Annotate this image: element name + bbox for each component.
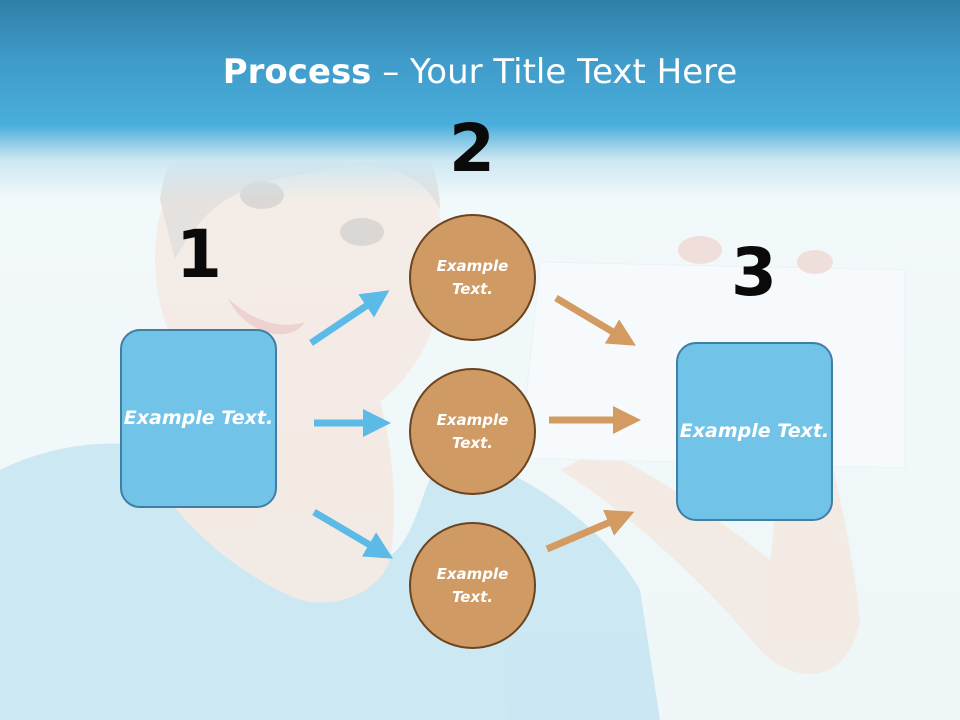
circle-top-text: Example Text. — [436, 256, 509, 298]
title-bold: Process — [222, 52, 372, 92]
circle-middle-text: Example Text. — [436, 410, 509, 452]
step-3-box-text: Example Text. — [679, 420, 830, 442]
arrow-blue-up — [309, 290, 390, 346]
step-number-3: 3 — [731, 234, 777, 311]
step-1-box-text: Example Text. — [123, 407, 274, 429]
step-3-box: Example Text. — [676, 342, 833, 521]
step-2-circle-middle: Example Text. — [409, 368, 536, 495]
step-2-circle-top: Example Text. — [409, 214, 536, 341]
title-rest: – Your Title Text Here — [371, 52, 738, 92]
title-bar — [0, 0, 960, 200]
circle-bottom-text: Example Text. — [436, 564, 509, 606]
arrow-orange-up — [545, 509, 635, 553]
arrow-orange-down — [554, 294, 637, 346]
step-number-1: 1 — [176, 216, 222, 293]
step-1-box: Example Text. — [120, 329, 277, 508]
step-2-circle-bottom: Example Text. — [409, 522, 536, 649]
step-number-2: 2 — [449, 110, 495, 187]
arrow-blue-down — [312, 508, 394, 559]
slide-title: Process – Your Title Text Here — [0, 52, 960, 92]
